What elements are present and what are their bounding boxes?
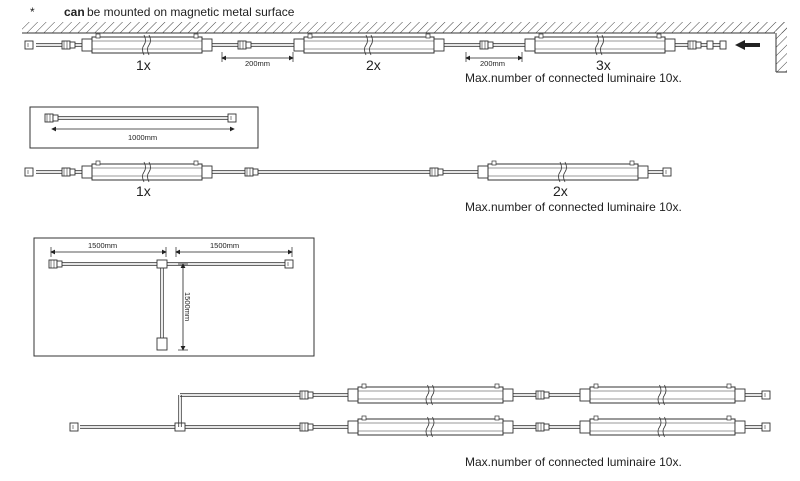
connector <box>535 390 550 400</box>
break-mark <box>430 384 435 406</box>
end-cap <box>706 40 714 50</box>
luminaire <box>524 33 676 56</box>
connector <box>61 40 76 50</box>
luminaire <box>347 415 514 438</box>
dim-1500mm-left: 1500mm <box>88 241 117 250</box>
connector <box>687 40 702 50</box>
connector <box>479 40 494 50</box>
break-mark <box>657 416 662 438</box>
connector <box>535 422 550 432</box>
break-mark <box>600 34 604 56</box>
clip <box>95 33 101 39</box>
connector <box>237 40 252 50</box>
note-text: be mounted on magnetic metal surface <box>87 5 295 19</box>
section-4: Max.number of connected luminaire 10x. <box>69 383 771 469</box>
dim-200mm-1: 200mm <box>245 59 270 68</box>
clip <box>193 160 199 166</box>
dim-200mm-2: 200mm <box>480 59 505 68</box>
section-2: 1000mm 1x 2x Max.number of connected lum… <box>24 106 682 214</box>
break-mark <box>563 161 567 183</box>
break-mark <box>662 416 667 438</box>
clip <box>494 383 500 389</box>
clip <box>494 415 500 421</box>
break-mark <box>662 384 667 406</box>
luminaire <box>81 33 213 56</box>
break-mark <box>657 384 662 406</box>
dim-1500mm-vertical: 1500mm <box>183 292 192 321</box>
clip <box>726 415 732 421</box>
end-plug <box>69 422 79 432</box>
connector <box>61 167 76 177</box>
break-mark <box>142 34 146 56</box>
max-luminaire-note-1: Max.number of connected luminaire 10x. <box>465 71 682 85</box>
clip <box>425 33 431 39</box>
wall-hatch <box>776 22 787 72</box>
clip <box>593 415 599 421</box>
multiplier-2x: 2x <box>366 57 381 73</box>
break-mark <box>147 34 151 56</box>
break-mark <box>558 161 562 183</box>
connector <box>244 167 259 177</box>
end-plug <box>24 167 34 177</box>
clip <box>491 160 497 166</box>
end-cap <box>719 40 727 50</box>
note-marker: * <box>30 5 35 19</box>
end-plug <box>761 422 771 432</box>
max-luminaire-note-3: Max.number of connected luminaire 10x. <box>465 455 682 469</box>
dim-1000mm: 1000mm <box>128 133 157 142</box>
luminaire <box>579 383 746 406</box>
luminaire <box>293 33 445 56</box>
clip <box>361 383 367 389</box>
section-1: 200mm 200mm 1x 2x 3x Max.number of conne… <box>22 22 787 85</box>
clip <box>629 160 635 166</box>
break-mark <box>425 416 430 438</box>
multiplier-1x-s2: 1x <box>136 183 151 199</box>
inset-box-1000 <box>29 106 259 149</box>
break-mark <box>142 161 146 183</box>
break-mark <box>595 34 599 56</box>
clip <box>193 33 199 39</box>
break-mark <box>430 416 435 438</box>
inset-box-tsplit <box>33 237 315 357</box>
note-emphasis: can <box>64 5 85 19</box>
clip <box>593 383 599 389</box>
luminaire <box>477 160 649 183</box>
ceiling-hatch <box>22 22 787 33</box>
connector <box>156 337 168 351</box>
connector <box>429 167 444 177</box>
end-plug <box>227 113 237 123</box>
end-plug <box>662 167 672 177</box>
luminaire <box>347 383 514 406</box>
break-mark <box>369 34 373 56</box>
multiplier-3x: 3x <box>596 57 611 73</box>
t-splitter <box>156 259 168 269</box>
clip <box>307 33 313 39</box>
end-plug <box>761 390 771 400</box>
end-plug <box>284 259 294 269</box>
break-mark <box>364 34 368 56</box>
break-mark <box>147 161 151 183</box>
clip <box>726 383 732 389</box>
clip <box>656 33 662 39</box>
max-luminaire-note-2: Max.number of connected luminaire 10x. <box>465 200 682 214</box>
connector <box>299 390 314 400</box>
connector <box>299 422 314 432</box>
arrow-left-icon <box>735 40 760 50</box>
clip <box>538 33 544 39</box>
clip <box>95 160 101 166</box>
luminaire <box>81 160 213 183</box>
clip <box>361 415 367 421</box>
multiplier-1x: 1x <box>136 57 151 73</box>
break-mark <box>425 384 430 406</box>
end-plug <box>24 40 34 50</box>
dim-1500mm-right: 1500mm <box>210 241 239 250</box>
section-3: 1500mm 1500mm 1500mm <box>33 237 315 357</box>
t-splitter <box>174 422 186 432</box>
multiplier-2x-s2: 2x <box>553 183 568 199</box>
connector <box>44 113 59 123</box>
luminaire <box>579 415 746 438</box>
connector <box>48 259 63 269</box>
